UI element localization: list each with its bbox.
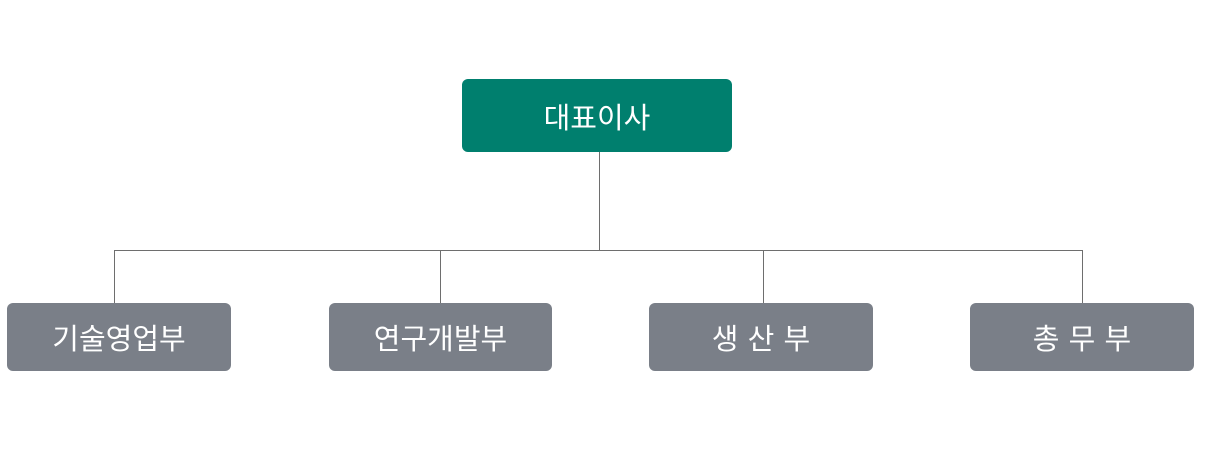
connector-dept-2 [763,250,764,303]
connector-dept-3 [1082,250,1083,303]
connector-dept-1 [440,250,441,303]
connector-root-vertical [599,152,600,251]
department-node-general-affairs: 총 무 부 [970,303,1194,371]
department-node-research-development: 연구개발부 [329,303,552,371]
connector-horizontal-bus [114,250,1083,251]
department-node-production: 생 산 부 [649,303,873,371]
ceo-node: 대표이사 [462,79,732,152]
connector-dept-0 [114,250,115,303]
department-node-technical-sales: 기술영업부 [7,303,231,371]
